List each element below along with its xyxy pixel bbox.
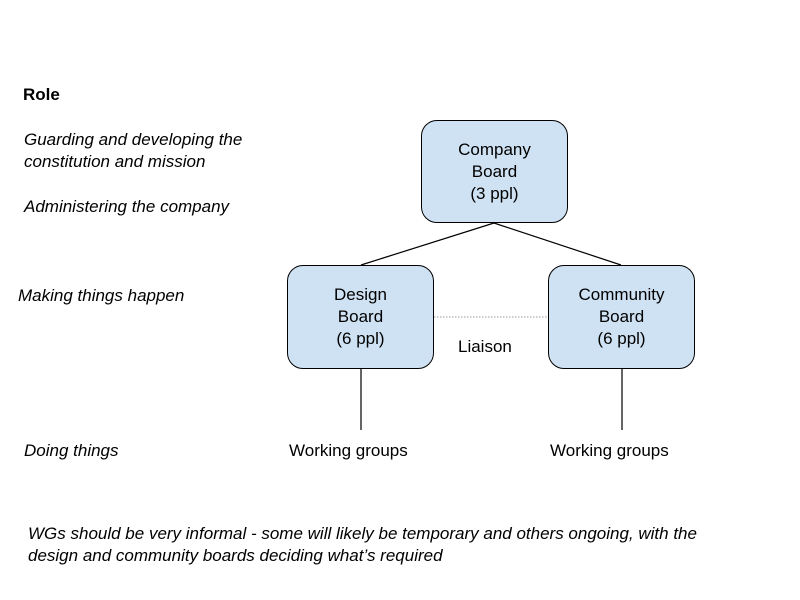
connector-company-to-design [360, 222, 495, 266]
connector-company-to-community [493, 222, 622, 266]
design-board-label: Design Board (6 ppl) [334, 285, 387, 348]
company-board-label: Company Board (3 ppl) [458, 139, 531, 203]
role-governance-text: Guarding and developing the constitution… [24, 130, 243, 171]
community-board-node: Community Board (6 ppl) [548, 265, 695, 369]
role-doing-things-text: Doing things [24, 441, 119, 460]
liaison-label: Liaison [458, 337, 512, 356]
community-working-groups-label: Working groups [550, 441, 669, 460]
role-administering-text: Administering the company [24, 197, 230, 216]
community-board-label: Community Board (6 ppl) [578, 285, 665, 348]
working-groups-note: WGs should be very informal - some will … [28, 524, 697, 565]
role-making-things-happen-text: Making things happen [18, 286, 185, 305]
role-heading: Role [23, 85, 60, 104]
company-board-node: Company Board (3 ppl) [421, 120, 568, 223]
design-board-node: Design Board (6 ppl) [287, 265, 434, 369]
design-working-groups-label: Working groups [289, 441, 408, 460]
